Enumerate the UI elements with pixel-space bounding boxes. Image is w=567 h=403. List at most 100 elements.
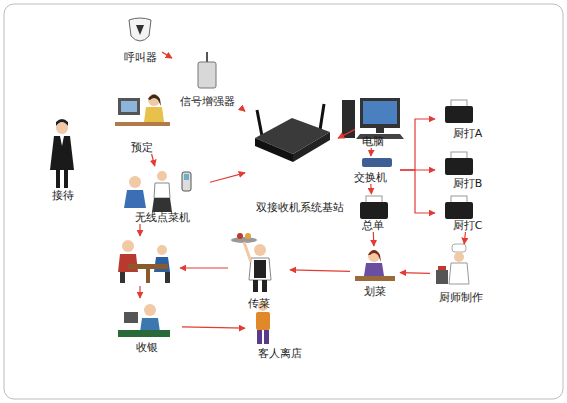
node-label: 厨师制作: [439, 291, 483, 304]
person-leg: [165, 272, 170, 283]
person-head: [144, 304, 156, 316]
node-label: 信号增强器: [180, 95, 235, 108]
node-label: 无线点菜机: [135, 211, 190, 224]
flow-node: 预定: [112, 82, 172, 154]
flow-node: 接待: [42, 118, 84, 202]
flow-arrow: [210, 173, 245, 182]
pot: [438, 266, 446, 270]
person-leg: [262, 280, 267, 292]
desk-screen: [121, 101, 137, 112]
flow-arrow: [370, 184, 372, 194]
person-arm: [244, 242, 251, 262]
person-head: [368, 250, 380, 262]
computer-stand: [376, 128, 384, 133]
node-label: 厨打A: [453, 127, 483, 140]
desk: [118, 330, 170, 337]
dining-table: [128, 264, 168, 269]
person-body: [256, 312, 270, 330]
flow-arrow: [139, 224, 140, 236]
node-label: 客人离店: [258, 347, 302, 360]
node-label: 划菜: [364, 285, 386, 298]
dish: [245, 233, 251, 239]
computer-tower: [342, 100, 355, 138]
person-body: [118, 254, 138, 272]
person-body: [449, 263, 469, 284]
desk-computer: [118, 98, 140, 115]
flow-arrow: [400, 272, 430, 274]
person-hair: [56, 119, 68, 126]
frame: [4, 4, 563, 399]
flow-node: 厨打A: [435, 98, 500, 140]
dining-table: [146, 269, 150, 283]
node-label: 电脑: [362, 135, 384, 148]
person-leg: [253, 280, 258, 292]
dish: [237, 233, 243, 239]
booster-antenna: [206, 52, 208, 62]
printer-icon: [445, 106, 473, 123]
person-head: [254, 244, 266, 256]
computer-monitor: [360, 98, 400, 128]
flow-node: 总单: [350, 194, 395, 232]
flow-arrow: [290, 270, 350, 272]
flow-arrow: [139, 286, 140, 298]
person-head: [122, 240, 134, 252]
switch-icon: [362, 158, 392, 167]
chef-hat: [452, 244, 466, 252]
node-label: 厨打C: [453, 219, 483, 232]
flow-node: 信号增强器: [172, 50, 242, 108]
person-leg: [56, 170, 60, 188]
station-antenna: [320, 104, 324, 130]
node-label: 总单: [362, 219, 384, 232]
flow-arrow: [182, 327, 245, 328]
desk: [355, 276, 395, 281]
flow-node: 厨打C: [435, 194, 500, 232]
flow-node: 电脑: [338, 92, 408, 148]
person-body: [154, 183, 170, 198]
node-label: 传菜: [248, 297, 270, 310]
node-label: 预定: [131, 141, 153, 154]
person-head: [454, 252, 464, 262]
person-collar: [60, 136, 64, 146]
flow-node: 交换机: [340, 156, 400, 184]
flow-node: 传菜: [228, 228, 290, 310]
person-body: [124, 190, 146, 208]
pager-icon: [136, 25, 144, 35]
person-body: [364, 263, 384, 276]
person-hair: [368, 250, 381, 262]
flow-node: 客人离店: [245, 298, 315, 360]
flow-arrow: [373, 232, 375, 246]
flow-node: 划菜: [350, 246, 400, 298]
person-hair: [148, 95, 161, 107]
person-skirt: [152, 198, 172, 212]
person-head: [129, 176, 141, 188]
station-icon: [255, 138, 293, 162]
handheld-device: [182, 172, 191, 191]
flow-node: 双接收机系统基站: [245, 102, 355, 214]
computer-screen: [363, 101, 397, 124]
person-body: [140, 318, 160, 332]
flow-arrow: [338, 129, 355, 138]
flow-node: 无线点菜机: [115, 166, 210, 224]
person-leg: [120, 272, 125, 283]
person-head: [148, 94, 160, 106]
person-body: [50, 136, 74, 170]
printer-icon: [445, 158, 473, 175]
node-label: 厨打B: [453, 177, 483, 190]
flow-node: 厨打B: [435, 150, 500, 190]
handheld-screen: [184, 174, 189, 180]
flow-arrow: [180, 267, 228, 268]
person-head: [157, 171, 167, 181]
printer-icon: [445, 202, 473, 219]
person-vest: [254, 260, 266, 278]
stove: [436, 270, 448, 284]
node-label: 双接收机系统基站: [256, 201, 344, 214]
desk: [115, 122, 170, 126]
flow-node: 呼叫器: [118, 14, 162, 64]
pager-icon: [129, 18, 151, 41]
person-leg: [257, 330, 262, 344]
person-body: [144, 107, 164, 122]
flow-arrow: [400, 169, 435, 170]
node-label: 收银: [136, 341, 158, 354]
flow-arrow: [152, 154, 155, 166]
flow-arrow: [162, 52, 172, 58]
